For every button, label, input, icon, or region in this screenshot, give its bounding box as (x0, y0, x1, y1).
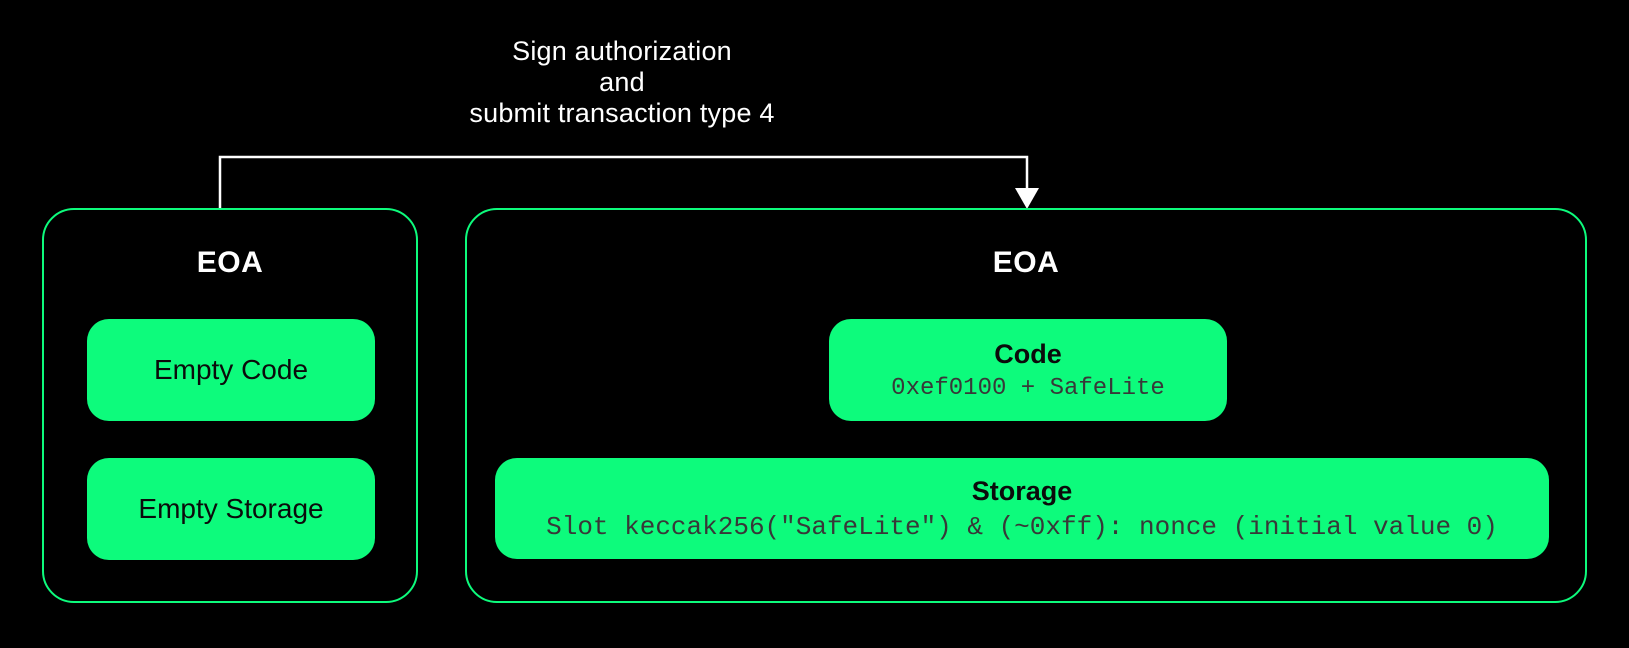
empty-storage-card: Empty Storage (87, 458, 375, 560)
code-card-detail: 0xef0100 + SafeLite (891, 374, 1165, 402)
empty-storage-label: Empty Storage (138, 493, 324, 524)
arrow-head-icon (1015, 188, 1039, 209)
empty-code-label: Empty Code (153, 354, 309, 385)
arrow-line (218, 155, 1029, 208)
code-card-title: Code (994, 338, 1062, 369)
eoa-before-title: EOA (196, 246, 264, 279)
eoa-after-box: EOA Code 0xef0100 + SafeLite Storage Slo… (465, 208, 1587, 603)
empty-code-card: Empty Code (87, 319, 375, 421)
arrow-label: Sign authorization and submit transactio… (322, 36, 922, 129)
eoa-after-title: EOA (992, 246, 1060, 279)
storage-card: Storage Slot keccak256("SafeLite") & (~0… (495, 458, 1549, 559)
arrow-label-line-2: and (599, 67, 645, 97)
code-card: Code 0xef0100 + SafeLite (829, 319, 1227, 421)
storage-card-title: Storage (971, 475, 1073, 506)
eoa-before-box: EOA Empty Code Empty Storage (42, 208, 418, 603)
arrow-label-line-3: submit transaction type 4 (469, 98, 775, 128)
arrow-label-line-1: Sign authorization (512, 36, 732, 66)
storage-card-detail: Slot keccak256("SafeLite") & (~0xff): no… (546, 511, 1498, 542)
